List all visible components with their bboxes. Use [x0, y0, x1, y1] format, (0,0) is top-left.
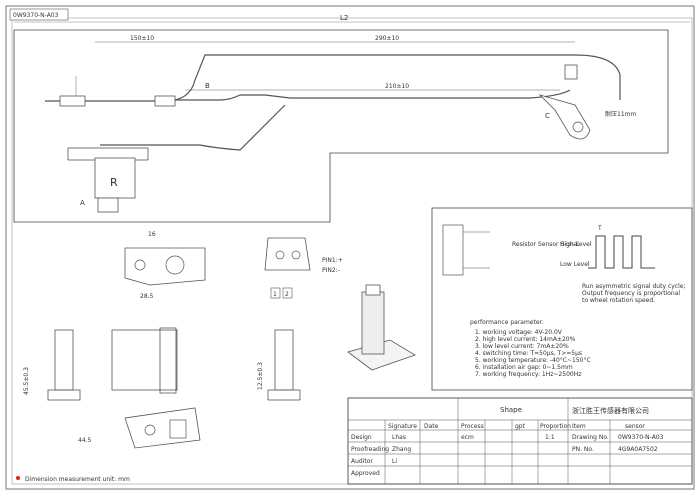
title-block	[347, 397, 693, 485]
overall-length-label: L2	[340, 14, 348, 22]
cable-upper	[45, 54, 621, 102]
val-design: Lhas	[392, 434, 406, 441]
iso-cap	[365, 284, 381, 296]
mid-header-gpt: gpt	[515, 423, 526, 430]
val-proofreading: Zhang	[392, 446, 411, 453]
side-view-3	[274, 329, 294, 391]
param-3: 3. low level current: 7mA±20%	[475, 343, 569, 350]
label-c: C	[545, 112, 550, 120]
pin-2-label: 2	[285, 291, 289, 298]
mid-header-process: Process	[461, 423, 484, 430]
dim-28: 28.5	[140, 293, 154, 300]
bracket-hole	[572, 121, 584, 133]
note-line-1: Run asymmetric signal duty cycle;	[582, 283, 685, 290]
mounting-bracket	[538, 94, 591, 140]
grommet-b	[154, 95, 176, 107]
mid-header-proportion: Proportion	[540, 423, 571, 430]
right-label-pn: PN. No.	[572, 446, 594, 453]
param-2: 2. high level current: 14mA±20%	[475, 336, 576, 343]
side-view-1-flange	[47, 389, 81, 401]
bottom-plate-view	[124, 407, 201, 449]
side-view-2	[111, 329, 178, 391]
mount-plate-view	[124, 247, 206, 286]
pin-2-box	[282, 287, 293, 299]
dim-12: 12.5±0.3	[257, 362, 264, 390]
label-r: R	[110, 176, 118, 189]
plate-hole	[134, 259, 146, 271]
title-col-signature: Signature	[388, 423, 417, 430]
period-label: T	[597, 225, 602, 232]
mid-val-process: ecm	[461, 434, 474, 441]
side-view-1	[54, 329, 74, 391]
val-auditor: Li	[392, 458, 397, 465]
bottom-plate-boss	[169, 419, 187, 439]
part-number-text: 0W9370-N-A03	[13, 12, 59, 19]
dim-210: 210±10	[385, 83, 409, 90]
pin2-text: PIN2:-	[322, 267, 340, 274]
top-view-panel	[13, 29, 669, 223]
connector-plug	[59, 95, 86, 107]
spec-panel	[431, 207, 693, 391]
row-proofreading: Proofreading	[351, 446, 389, 453]
pin-1-box	[270, 287, 281, 299]
param-4: 4. switching time: T=50μs, T>=5μs	[475, 350, 582, 357]
label-a: A	[80, 199, 85, 207]
param-6: 6. installation air gap: 0~1.5mm	[475, 364, 573, 371]
right-val-pn: 4G9A0A7502	[618, 446, 658, 453]
row-auditor: Auditor	[351, 458, 373, 465]
square-wave	[588, 235, 655, 269]
pin1-text: PIN1:+	[322, 257, 343, 264]
cable-lower	[175, 89, 571, 101]
unit-note: Dimension measurement unit: mm	[25, 476, 130, 483]
dim-45: 45.5±0.3	[23, 367, 30, 395]
bottom-plate-hole	[144, 424, 156, 436]
dim-290: 290±10	[375, 35, 399, 42]
title-col-date: Date	[424, 423, 439, 430]
side-view-3-flange	[267, 389, 301, 401]
outer-frame	[5, 5, 695, 490]
low-level-label: Low Level	[560, 261, 590, 268]
side-view-2-body	[159, 327, 177, 394]
note-line-2: Output frequency is proportional	[582, 290, 680, 297]
note-line-3: to wheel rotation speed.	[582, 297, 655, 304]
right-label-item: Item	[572, 423, 586, 430]
plate-boss	[165, 255, 185, 275]
pin-2-hole	[291, 250, 301, 260]
param-5: 5. working temperature: -40°C~150°C	[475, 357, 591, 364]
param-7: 7. working frequency: 1Hz~2500Hz	[475, 371, 581, 378]
dim-150: 150±10	[130, 35, 154, 42]
shape-label: Shape	[500, 406, 522, 414]
pin-1-label: 1	[273, 291, 277, 298]
dim-11mm: 耐压11mm	[605, 110, 636, 118]
pin-1-hole	[275, 250, 285, 260]
cable-bent	[100, 104, 286, 151]
right-label-drawing: Drawing No.	[572, 434, 609, 441]
param-1: 1. working voltage: 4V-20.0V	[475, 329, 563, 336]
mid-val-proportion: 1:1	[545, 434, 555, 441]
params-title: performance parameter:	[470, 319, 544, 326]
connector-face-view	[264, 237, 311, 271]
dim-16: 16	[148, 231, 156, 238]
right-val-drawing: 0W9370-N-A03	[618, 434, 664, 441]
sensor-body	[94, 157, 136, 199]
label-b: B	[205, 82, 210, 90]
part-number-box	[9, 8, 69, 21]
red-dot-icon	[16, 476, 20, 480]
right-val-item: sensor	[625, 423, 645, 430]
high-level-label: High Level	[560, 241, 592, 248]
row-approved: Approved	[351, 470, 380, 477]
bracket-clip	[564, 64, 578, 80]
iso-body	[361, 291, 385, 355]
wire-label: Resistor Sensor Signal	[512, 241, 579, 248]
sensor-tip	[97, 197, 119, 213]
sensor-symbol	[442, 224, 464, 276]
dim-44: 44.5	[78, 437, 92, 444]
company-name: 浙江胜王传感器有限公司	[572, 406, 649, 415]
row-design: Design	[351, 434, 372, 441]
